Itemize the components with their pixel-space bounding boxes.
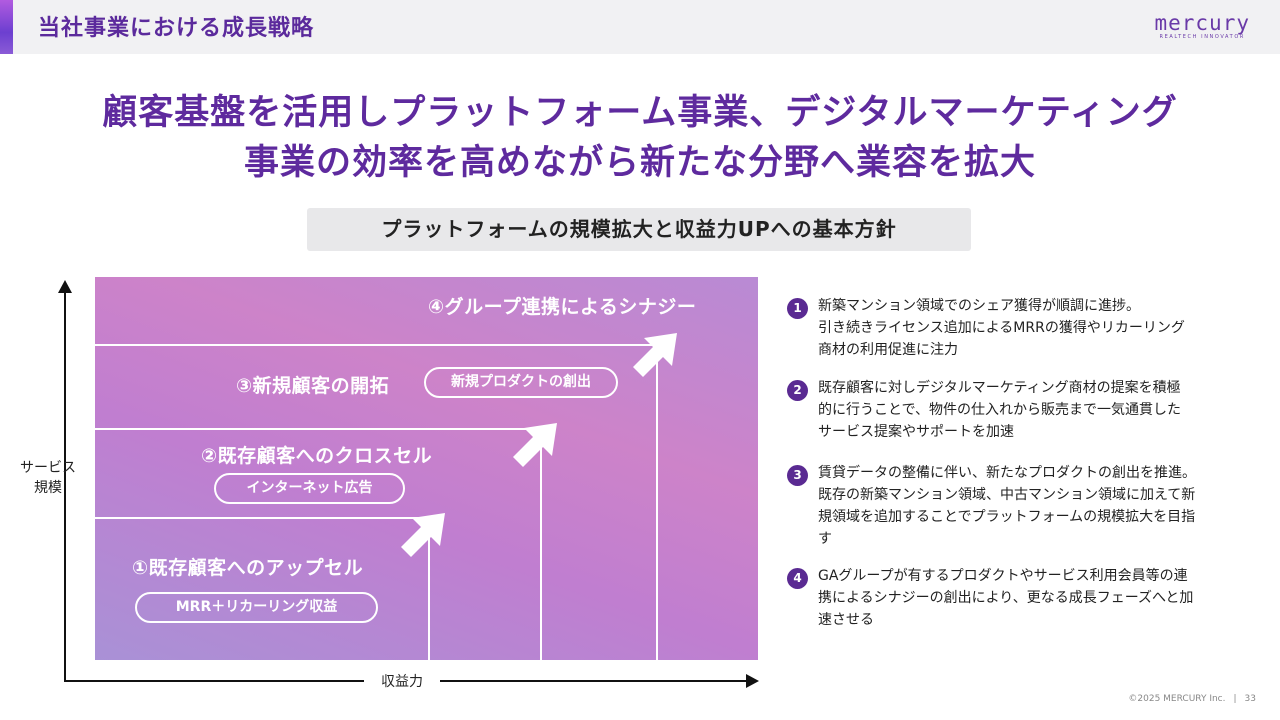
growth-arrow-icon bbox=[633, 333, 677, 377]
step-line-1 bbox=[95, 517, 430, 519]
stage-1-label: ①既存顧客へのアップセル bbox=[132, 557, 364, 579]
point-text: 新築マンション領域でのシェア獲得が順調に進捗。 引き続きライセンス追加によるMR… bbox=[818, 298, 1185, 358]
stage-2-tag: インターネット広告 bbox=[214, 473, 405, 504]
header-bar: 当社事業における成長戦略 mercury REALTECH INNOVATOR bbox=[0, 0, 1280, 54]
logo-wordmark: mercury bbox=[1154, 11, 1250, 35]
step-line-2 bbox=[95, 428, 542, 430]
point-text: 賃貸データの整備に伴い、新たなプロダクトの創出を推進。 既存の新築マンション領域… bbox=[818, 465, 1196, 547]
growth-arrow-icon bbox=[401, 513, 445, 557]
step-riser-2 bbox=[540, 428, 542, 660]
headline-line-2: 事業の効率を高めながら新たな分野へ業容を拡大 bbox=[243, 143, 1036, 183]
page-number: 33 bbox=[1244, 694, 1256, 704]
x-axis-label: 収益力 bbox=[364, 672, 440, 692]
stage-1-tag: MRR＋リカーリング収益 bbox=[135, 592, 378, 623]
y-axis-line bbox=[64, 288, 66, 682]
point-text: 既存顧客に対しデジタルマーケティング商材の提案を積極 的に行うことで、物件の仕入… bbox=[818, 380, 1182, 440]
stage-3-label: ③新規顧客の開拓 bbox=[236, 375, 390, 397]
footer-separator: | bbox=[1233, 694, 1237, 704]
number-badge: 2 bbox=[787, 380, 808, 401]
policy-subtitle: プラットフォームの規模拡大と収益力UPへの基本方針 bbox=[307, 208, 971, 251]
number-badge: 4 bbox=[787, 568, 808, 589]
step-riser-3 bbox=[656, 344, 658, 660]
stage-2-label: ②既存顧客へのクロスセル bbox=[201, 445, 433, 467]
copyright-text: ©2025 MERCURY Inc. bbox=[1128, 694, 1226, 704]
step-riser-1 bbox=[428, 517, 430, 660]
header-accent-bar bbox=[0, 0, 13, 54]
number-badge: 3 bbox=[787, 465, 808, 486]
stage-4-label: ④グループ連携によるシナジー bbox=[428, 296, 697, 318]
number-badge: 1 bbox=[787, 298, 808, 319]
y-axis-label-line-1: サービス bbox=[20, 460, 76, 476]
x-axis-arrow-icon bbox=[746, 674, 759, 688]
footer: ©2025 MERCURY Inc. | 33 bbox=[1120, 694, 1256, 704]
step-line-3 bbox=[95, 344, 658, 346]
stage-3-tag: 新規プロダクトの創出 bbox=[424, 367, 618, 398]
logo-tagline: REALTECH INNOVATOR bbox=[1159, 34, 1245, 40]
mercury-logo: mercury REALTECH INNOVATOR bbox=[1154, 12, 1250, 41]
y-axis-label: サービス 規模 bbox=[14, 458, 82, 498]
section-title: 当社事業における成長戦略 bbox=[38, 16, 315, 41]
y-axis-label-line-2: 規模 bbox=[34, 480, 62, 496]
growth-stage-panel: ①既存顧客へのアップセル MRR＋リカーリング収益 ②既存顧客へのクロスセル イ… bbox=[95, 277, 758, 660]
point-text: GAグループが有するプロダクトやサービス利用会員等の連 携によるシナジーの創出に… bbox=[818, 568, 1194, 628]
growth-arrow-icon bbox=[513, 423, 557, 467]
y-axis-arrow-icon bbox=[58, 280, 72, 293]
headline: 顧客基盤を活用しプラットフォーム事業、デジタルマーケティング 事業の効率を高めな… bbox=[0, 88, 1280, 188]
headline-line-1: 顧客基盤を活用しプラットフォーム事業、デジタルマーケティング bbox=[102, 93, 1178, 133]
